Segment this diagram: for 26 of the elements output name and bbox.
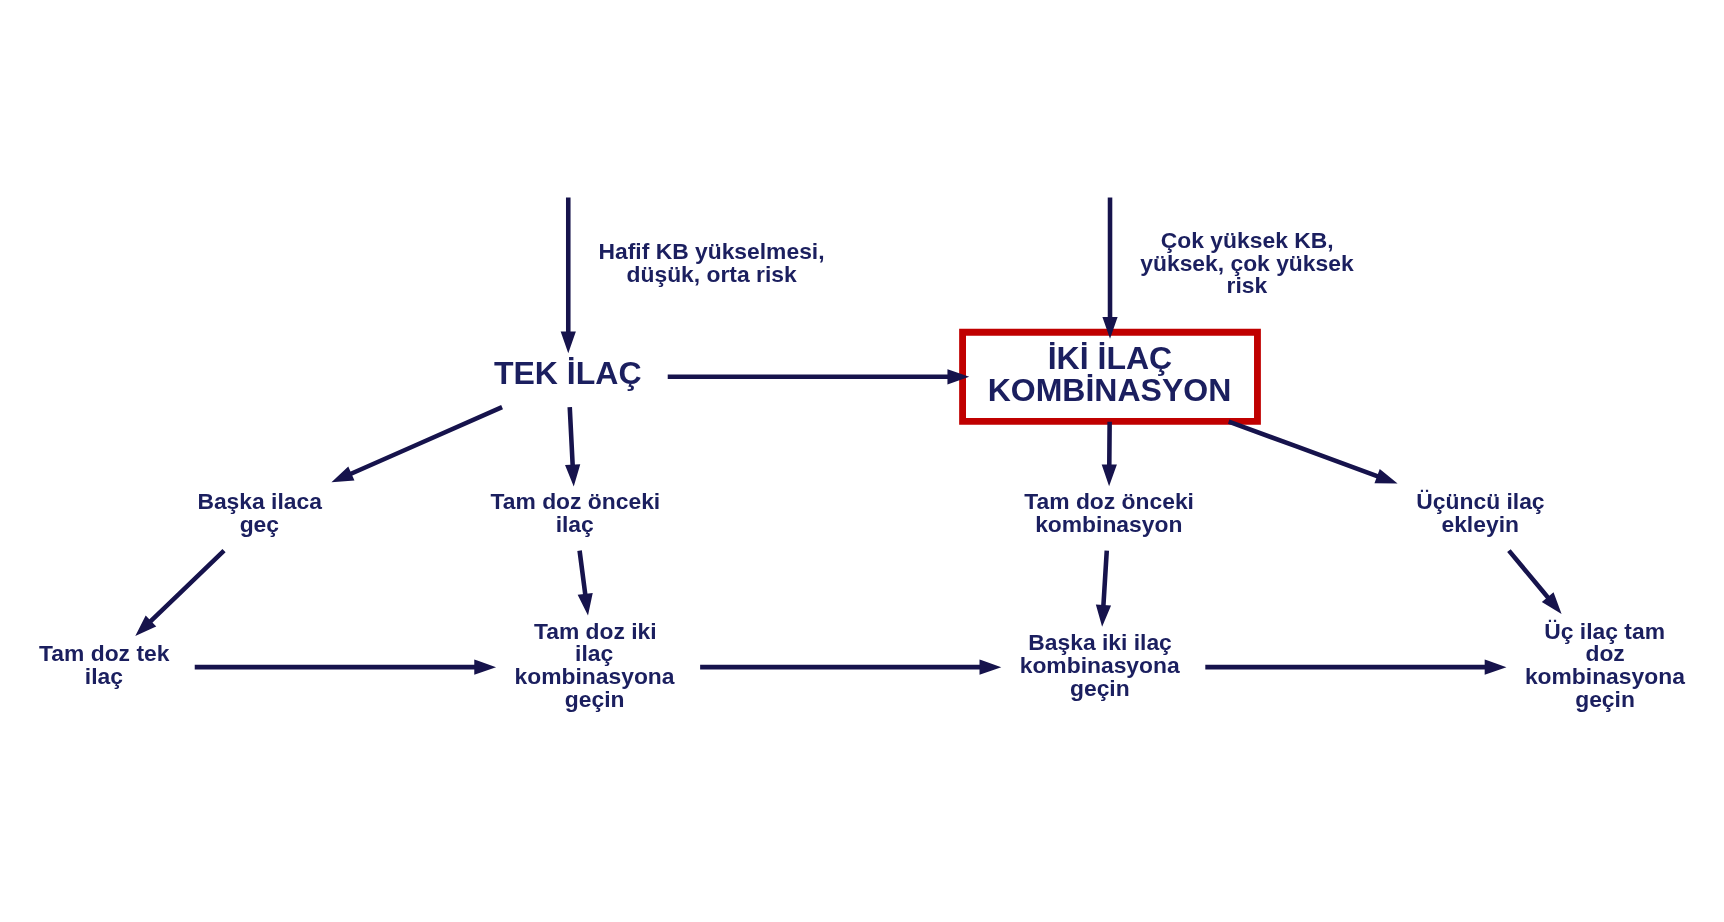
node-text: Başka ilaca geç [197,488,322,538]
arrow [667,369,970,385]
arrow [565,407,581,487]
node-text: Başka iki ilaç kombinasyona geçin [1019,628,1180,701]
node-box: İKİ İLAÇ KOMBİNASYON [959,328,1261,425]
arrow [1227,419,1398,484]
arrow [194,659,497,675]
node-text: Üçüncü ilaç ekleyin [1416,488,1545,538]
edge-label: Çok yüksek KB, yüksek, çok yüksek risk [1140,226,1354,299]
edge-label: Hafif KB yükselmesi, düşük, orta risk [598,238,825,287]
node-text: TEK İLAÇ [493,354,642,391]
arrow [577,550,593,616]
arrow [135,548,226,637]
node-text: Tam doz tek ilaç [39,640,170,690]
node-text: Tam doz önceki ilaç [490,488,661,538]
node-text: Üç ilaç tam doz kombinasyona geçin [1524,617,1685,713]
arrow [1205,659,1507,675]
arrow [1101,421,1117,487]
node-text: Tam doz iki ilaç kombinasyona geçin [514,617,675,713]
arrow [1095,550,1112,627]
arrow [331,405,503,483]
arrow [560,197,576,354]
arrow [700,659,1002,675]
arrow [1507,549,1562,614]
node-text: Tam doz önceki kombinasyon [1024,488,1194,538]
arrow [1102,197,1118,339]
